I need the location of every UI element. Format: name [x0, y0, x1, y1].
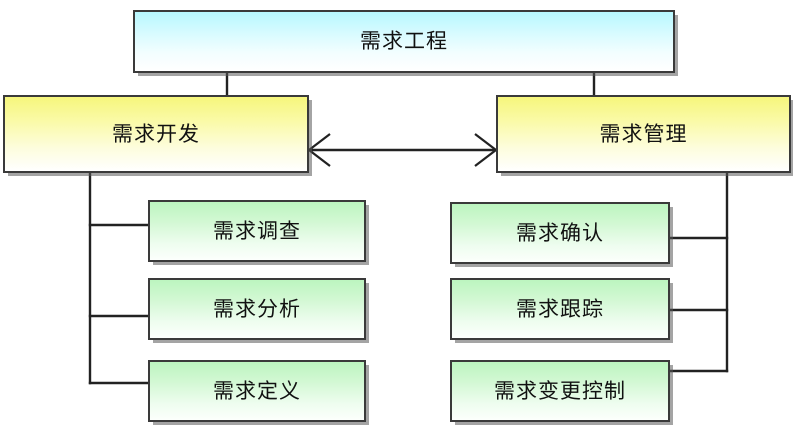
node-label: 需求确认 — [516, 220, 604, 245]
node-leaf-requirements-survey[interactable]: 需求调查 — [148, 200, 366, 262]
node-leaf-requirements-tracking[interactable]: 需求跟踪 — [450, 278, 670, 340]
node-root-requirements-engineering[interactable]: 需求工程 — [133, 10, 675, 73]
node-label: 需求分析 — [213, 296, 301, 321]
node-label: 需求工程 — [360, 29, 448, 53]
node-branch-requirements-management[interactable]: 需求管理 — [496, 95, 791, 173]
node-label: 需求变更控制 — [494, 378, 626, 403]
node-leaf-requirements-analysis[interactable]: 需求分析 — [148, 278, 366, 340]
node-label: 需求跟踪 — [516, 296, 604, 321]
arrowhead-left-icon — [307, 133, 331, 167]
node-label: 需求定义 — [213, 378, 301, 403]
node-label: 需求调查 — [213, 218, 301, 243]
node-label: 需求开发 — [112, 121, 200, 146]
node-leaf-requirements-change-control[interactable]: 需求变更控制 — [450, 360, 670, 422]
node-branch-requirements-development[interactable]: 需求开发 — [3, 95, 309, 173]
node-leaf-requirements-confirmation[interactable]: 需求确认 — [450, 202, 670, 264]
node-label: 需求管理 — [599, 121, 688, 146]
node-leaf-requirements-definition[interactable]: 需求定义 — [148, 360, 366, 422]
